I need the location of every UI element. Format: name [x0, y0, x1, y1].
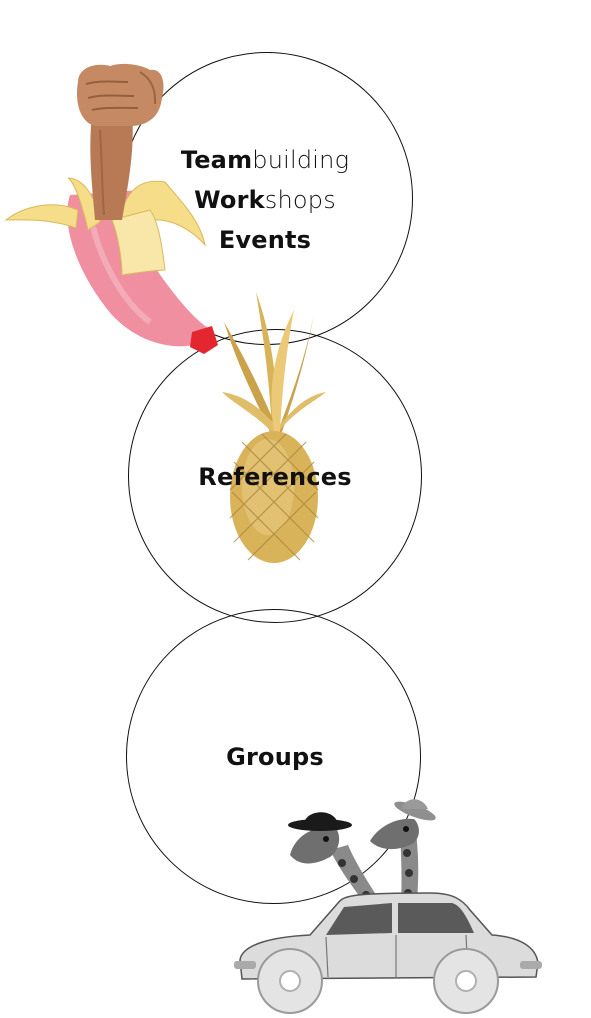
menu-link-workshops[interactable]: Workshops — [170, 180, 360, 220]
menu-link-groups[interactable]: Groups — [190, 737, 360, 777]
menu-link-events[interactable]: Events — [185, 220, 345, 260]
menu-link-references-label: References — [198, 463, 352, 491]
giraffes-car-illustration — [234, 799, 542, 1014]
menu-link-events-bold: Events — [218, 226, 312, 254]
groups-circle — [126, 609, 421, 904]
menu-link-groups-label: Groups — [226, 743, 324, 771]
menu-link-workshops-bold: Work — [194, 186, 265, 214]
menu-link-teambuilding[interactable]: Teambuilding — [160, 140, 370, 180]
menu-link-workshops-light: shops — [264, 186, 336, 214]
pineapple-illustration — [222, 292, 326, 563]
menu-link-teambuilding-light: building — [252, 146, 350, 174]
menu-link-teambuilding-bold: Team — [180, 146, 253, 174]
menu-link-references[interactable]: References — [170, 457, 380, 497]
fist-banana-illustration — [4, 63, 218, 354]
